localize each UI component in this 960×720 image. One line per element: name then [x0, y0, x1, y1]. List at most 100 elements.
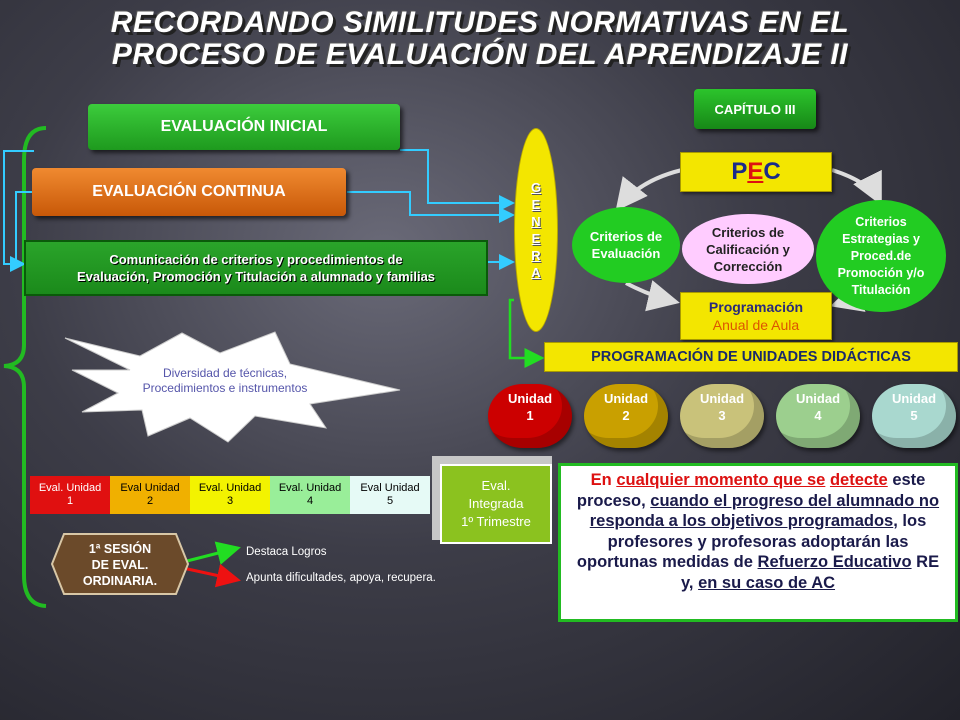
note-part: RE y, [680, 553, 940, 592]
unidad-4: Unidad 4 [776, 384, 860, 448]
arrow-continua-comunicacion [15, 191, 32, 264]
note-part: detecte [829, 471, 888, 489]
genera-letter: G [530, 180, 542, 195]
eval-integrada-line1: Eval. [481, 478, 511, 493]
eval-line1: Eval. Unidad [198, 482, 262, 494]
eval-integrada-line3: 1º Trimestre [461, 514, 531, 529]
note-part: En [590, 471, 617, 489]
arrow-inicial-genera [400, 149, 515, 211]
criterios-calificacion-ellipse: Criterios de Calificación y Corrección [682, 214, 814, 284]
sesion-text: 1ª SESIÓN DE EVAL. ORDINARIA. [52, 536, 188, 594]
unidad-label: Unidad [795, 391, 841, 406]
genera-letter: E [531, 231, 541, 246]
criterios-estrategias-line5: Titulación [851, 282, 911, 297]
eval-unidad-2: Eval Unidad 2 [110, 476, 190, 514]
arrow-eval-programacion [625, 280, 680, 312]
eval-line1: Eval Unidad [120, 482, 180, 494]
diversidad-line1: Diversidad de técnicas, [162, 366, 288, 380]
arrow-sesion-logros [182, 541, 241, 565]
note-part: Refuerzo Educativo [757, 553, 912, 571]
eval-integrada-line2: Integrada [468, 496, 524, 511]
note-part: cuando el progreso del alumnado no respo… [589, 491, 940, 531]
page-title-line2: PROCESO DE EVALUACIÓN DEL APRENDIZAJE II [111, 38, 849, 71]
unidad-num: 4 [814, 408, 822, 423]
diversidad-text: Diversidad de técnicas, Procedimientos e… [110, 366, 340, 396]
note-part: cualquier momento que se [616, 471, 826, 489]
eval-line2: 2 [146, 495, 154, 507]
criterios-evaluacion-line1: Criterios de [589, 229, 663, 244]
eval-unidad-3: Eval. Unidad 3 [190, 476, 270, 514]
criterios-estrategias-ellipse: Criterios Estrategias y Proced.de Promoc… [816, 200, 946, 312]
genera-letter: N [531, 214, 541, 229]
genera-letter: E [531, 197, 541, 212]
apunta-dificultades-text: Apunta dificultades, apoya, recupera. [246, 572, 436, 584]
genera-letter: A [531, 265, 541, 280]
diversidad-starburst [64, 331, 401, 443]
eval-unidad-4: Eval. Unidad 4 [270, 476, 350, 514]
pec-letter-p: P [731, 158, 748, 185]
capitulo-badge: CAPÍTULO III [694, 89, 816, 129]
note-part: , los profesores y profesoras adoptarán … [576, 512, 927, 571]
sesion-line1: 1ª SESIÓN [88, 542, 152, 556]
criterios-evaluacion-line2: Evaluación [591, 246, 661, 261]
criterios-calificacion-line2: Calificación y [706, 241, 790, 257]
eval-line2: 5 [386, 495, 394, 507]
criterios-calificacion-line3: Corrección [713, 258, 783, 274]
programacion-line1: Programación [708, 299, 804, 315]
eval-line2: 4 [306, 495, 314, 507]
diversidad-line2: Procedimientos e instrumentos [142, 381, 308, 395]
programacion-line2: Anual de Aula [712, 317, 800, 333]
sesion-line3: ORDINARIA. [82, 574, 158, 588]
eval-unidad-1: Eval. Unidad 1 [30, 476, 110, 514]
criterios-calificacion-line1: Criterios de [711, 224, 785, 240]
evaluacion-inicial-box: EVALUACIÓN INICIAL [88, 104, 400, 150]
evaluacion-continua-box: EVALUACIÓN CONTINUA [32, 168, 346, 216]
sesion-hexagon [50, 533, 190, 595]
unidad-5: Unidad 5 [872, 384, 956, 448]
eval-line1: Eval. Unidad [38, 482, 102, 494]
arrow-pec-criterios-estrategias [831, 168, 882, 206]
unidad-3: Unidad 3 [680, 384, 764, 448]
eval-integrada-box: Eval. Integrada 1º Trimestre [440, 464, 552, 544]
note-part: en su caso de AC [698, 573, 836, 592]
pec-letter-c: C [763, 158, 781, 185]
arrow-genera-unidades [508, 298, 545, 368]
unidad-num: 1 [526, 408, 534, 423]
eval-line1: Eval Unidad [360, 482, 420, 494]
criterios-estrategias-line1: Criterios [855, 214, 907, 229]
arrow-sesion-dificultades [182, 563, 241, 588]
criterios-estrategias-line4: Promoción y/o [837, 265, 925, 280]
left-brace [3, 126, 47, 608]
unidad-num: 5 [910, 408, 918, 423]
unidad-num: 3 [718, 408, 726, 423]
genera-ellipse: G E N E R A [514, 128, 558, 332]
note-part: este proceso, [576, 471, 926, 510]
criterios-evaluacion-ellipse: Criterios de Evaluación [572, 207, 680, 283]
comunicacion-line2: Evaluación, Promoción y Titulación a alu… [76, 269, 436, 284]
note-box: En cualquier momento que se detecte este… [558, 463, 958, 622]
unidad-label: Unidad [603, 391, 649, 406]
unidad-1: Unidad 1 [488, 384, 572, 448]
page-title-line1: RECORDANDO SIMILITUDES NORMATIVAS EN EL [110, 6, 850, 39]
unidad-num: 2 [622, 408, 630, 423]
comunicacion-box: Comunicación de criterios y procedimient… [24, 240, 488, 296]
genera-letter: R [531, 248, 541, 263]
unidad-label: Unidad [699, 391, 745, 406]
arrow-inicial-comunicacion [3, 150, 34, 272]
destaca-logros-text: Destaca Logros [246, 546, 327, 558]
arrow-continua-genera [347, 191, 515, 223]
eval-line2: 1 [66, 495, 74, 507]
pec-letter-e: E [747, 158, 764, 185]
arrow-pec-criterios-eval [615, 168, 683, 212]
criterios-estrategias-line2: Estrategias y [842, 231, 920, 246]
eval-unidad-5: Eval Unidad 5 [350, 476, 430, 514]
eval-line1: Eval. Unidad [278, 482, 342, 494]
unidad-label: Unidad [507, 391, 553, 406]
comunicacion-line1: Comunicación de criterios y procedimient… [109, 252, 403, 267]
sesion-line2: DE EVAL. [91, 558, 149, 572]
unidad-2: Unidad 2 [584, 384, 668, 448]
programacion-unidades-banner: PROGRAMACIÓN DE UNIDADES DIDÁCTICAS [544, 342, 958, 372]
criterios-estrategias-line3: Proced.de [850, 248, 912, 263]
